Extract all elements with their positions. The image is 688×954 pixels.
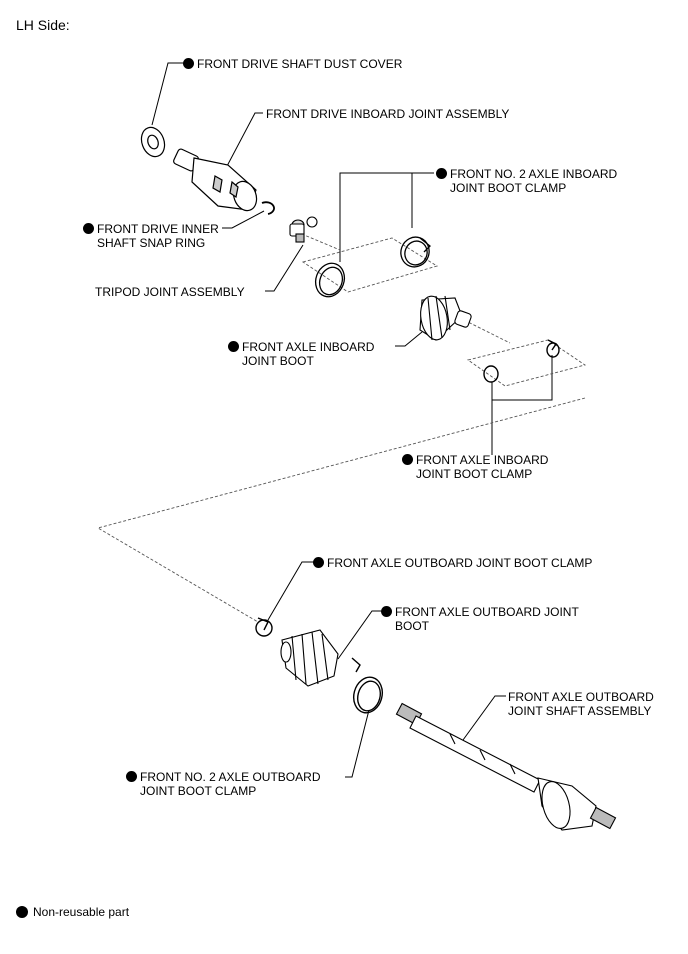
- leader-inboard-joint: [225, 112, 263, 169]
- inboard-joint-part: [173, 148, 258, 212]
- legend-text: Non-reusable part: [33, 905, 130, 919]
- non-reusable-dot-icon: [228, 341, 239, 352]
- label-text: FRONT NO. 2 AXLE INBOARD: [450, 167, 618, 181]
- non-reusable-dot-icon: [381, 606, 392, 617]
- label-text: FRONT AXLE INBOARD: [242, 340, 375, 354]
- no2-inboard-clamp-part: [314, 236, 431, 298]
- side-heading: LH Side:: [16, 17, 70, 33]
- non-reusable-dot-icon: [313, 557, 324, 568]
- outboard-shaft-part: [395, 702, 617, 831]
- non-reusable-dot-icon: [183, 58, 194, 69]
- label-text: FRONT AXLE INBOARD: [416, 453, 549, 467]
- non-reusable-dot-icon: [126, 771, 137, 782]
- leader-dust-cover: [151, 62, 183, 126]
- label-inboard-joint: FRONT DRIVE INBOARD JOINT ASSEMBLY: [266, 107, 509, 121]
- label-tripod: TRIPOD JOINT ASSEMBLY: [95, 285, 245, 299]
- legend: Non-reusable part: [16, 905, 129, 919]
- leader-snap-ring: [222, 210, 265, 229]
- label-text: FRONT AXLE OUTBOARD JOINT BOOT CLAMP: [327, 556, 593, 570]
- dashed-axis-tripod: [296, 231, 511, 344]
- leader-outboard-shaft: [462, 695, 506, 741]
- leader-inboard-boot: [395, 331, 423, 347]
- leader-inboard-clamp: [491, 355, 553, 455]
- inboard-clamp-part: [483, 339, 560, 383]
- label-text: SHAFT SNAP RING: [97, 236, 206, 250]
- outboard-clamp-part: [255, 617, 273, 637]
- label-text: BOOT: [395, 619, 430, 633]
- outboard-boot-part: [280, 629, 339, 687]
- label-text: JOINT SHAFT ASSEMBLY: [508, 704, 652, 718]
- label-dust-cover: FRONT DRIVE SHAFT DUST COVER: [183, 57, 402, 71]
- dashed-plane-inner-clamps: [466, 339, 587, 387]
- label-text: JOINT BOOT CLAMP: [450, 181, 567, 195]
- label-text: JOINT BOOT: [242, 354, 314, 368]
- label-text: TRIPOD JOINT ASSEMBLY: [95, 285, 245, 299]
- label-text: FRONT DRIVE SHAFT DUST COVER: [197, 57, 403, 71]
- label-text: FRONT DRIVE INBOARD JOINT ASSEMBLY: [266, 107, 510, 121]
- non-reusable-dot-icon: [402, 454, 413, 465]
- dust-cover-part: [140, 126, 166, 158]
- leader-no2-outboard-clamp: [345, 709, 370, 778]
- leader-outboard-clamp: [267, 561, 314, 621]
- leader-outboard-boot: [337, 610, 381, 660]
- dashed-long-axis: [96, 397, 586, 623]
- no2-outboard-clamp-part: [351, 657, 384, 714]
- label-outboard-clamp: FRONT AXLE OUTBOARD JOINT BOOT CLAMP: [313, 556, 592, 570]
- label-text: FRONT AXLE OUTBOARD: [508, 690, 654, 704]
- non-reusable-dot-icon: [16, 906, 28, 918]
- label-text: FRONT AXLE OUTBOARD JOINT: [395, 605, 579, 619]
- inboard-boot-part: [419, 295, 472, 341]
- label-text: JOINT BOOT CLAMP: [416, 467, 533, 481]
- dashed-plane-inboard-clamps: [301, 237, 439, 293]
- non-reusable-dot-icon: [83, 223, 94, 234]
- label-text: FRONT NO. 2 AXLE OUTBOARD: [140, 770, 321, 784]
- label-text: JOINT BOOT CLAMP: [140, 784, 257, 798]
- label-text: FRONT DRIVE INNER: [97, 222, 219, 236]
- non-reusable-dot-icon: [436, 168, 447, 179]
- tripod-part: [289, 216, 318, 243]
- leader-tripod: [265, 244, 304, 292]
- leader-no2-inboard-clamp: [339, 172, 434, 262]
- snap-ring-part: [261, 201, 275, 215]
